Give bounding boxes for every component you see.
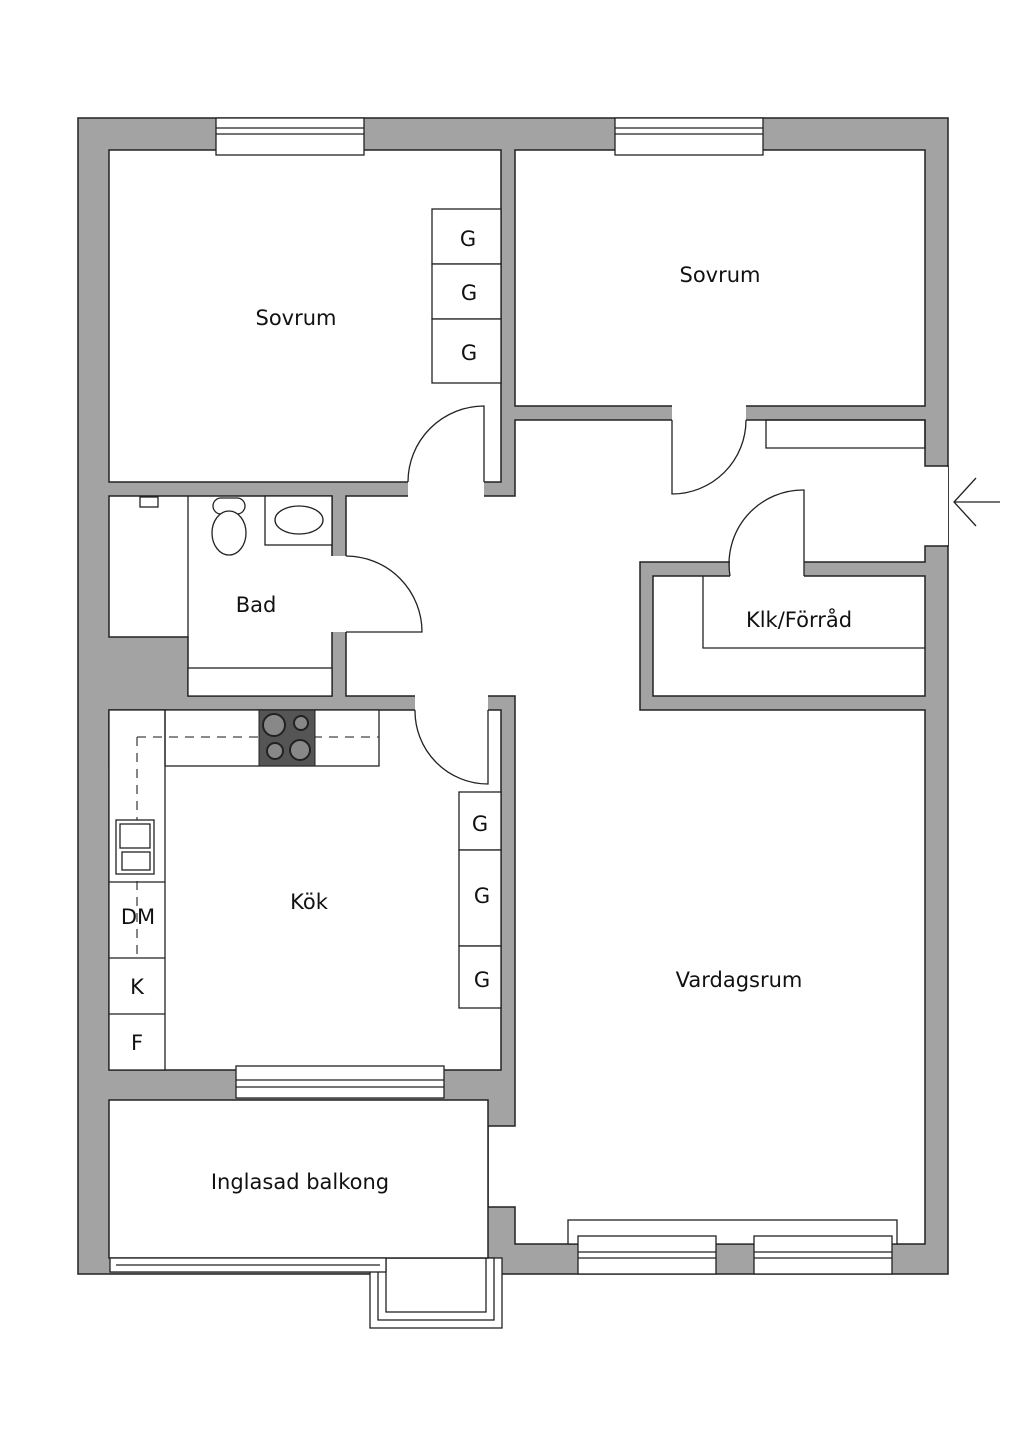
rooms (108, 149, 949, 1259)
label-wardrobe: G (474, 968, 490, 992)
balcony-glazing-bump (369, 1257, 503, 1329)
wardrobes-bedroom (431, 208, 502, 384)
room-closet (652, 575, 926, 697)
arrow-left-icon (953, 477, 1000, 527)
bath-shelf (187, 667, 333, 697)
kitchen-counter (108, 709, 380, 1071)
label-living-room: Vardagsrum (676, 968, 803, 992)
sink-icon (264, 495, 333, 546)
label-bedroom-2: Sovrum (679, 263, 760, 287)
label-bedroom-1: Sovrum (255, 306, 336, 330)
label-closet: Klk/Förråd (746, 607, 852, 632)
windows (109, 117, 898, 1275)
label-wardrobe: G (474, 884, 490, 908)
room-kitchen (108, 709, 502, 1071)
label-kitchen: Kök (290, 890, 329, 914)
faucet-icon (139, 496, 159, 508)
toilet-icon (211, 497, 247, 556)
label-fridge: K (130, 975, 145, 999)
label-wardrobe: G (460, 227, 476, 251)
label-freezer: F (131, 1031, 143, 1055)
label-wardrobe: G (461, 281, 477, 305)
label-balcony: Inglasad balkong (211, 1170, 389, 1194)
hall-shelf (765, 419, 926, 449)
doors (331, 405, 926, 785)
wardrobes-kitchen (458, 791, 502, 1009)
bathtub (139, 496, 189, 637)
closet-shelf (702, 576, 925, 649)
stove-icon (258, 709, 316, 767)
label-wardrobe: G (472, 812, 488, 836)
label-wardrobe: G (461, 341, 477, 365)
label-bathroom: Bad (236, 593, 277, 617)
label-dishwasher: DM (121, 905, 155, 929)
room-bedroom-2 (514, 149, 926, 407)
kitchen-sink-icon (115, 819, 155, 875)
